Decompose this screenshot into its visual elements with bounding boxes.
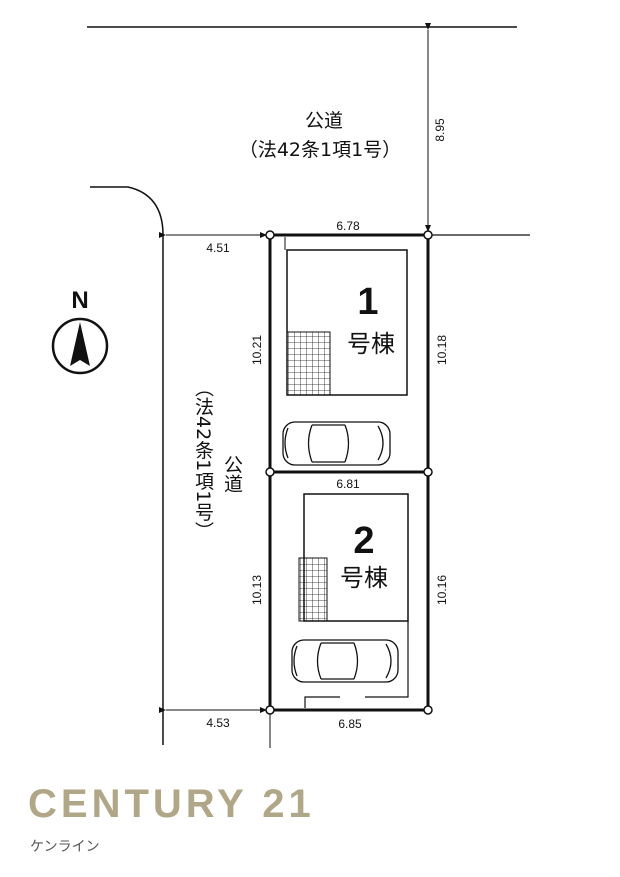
lot-1-top-dimension: 6.78	[336, 219, 360, 233]
road-top-name: 公道	[305, 110, 343, 132]
lot-2-offset: 4.53	[206, 716, 230, 730]
road-edge-left	[90, 186, 164, 745]
lot-1-right-dimension: 10.18	[435, 335, 449, 365]
north-label: N	[71, 287, 88, 314]
lot-2-right-dimension: 10.16	[435, 575, 449, 605]
brand-logo: CENTURY 21	[28, 782, 315, 826]
house-1-footprint	[286, 249, 408, 396]
brand-subtitle: ケンライン	[30, 839, 100, 855]
lot-1-left-dimension: 10.21	[250, 335, 264, 365]
house-2-deck-grid	[298, 557, 328, 622]
car-icon	[291, 639, 399, 683]
road-left-law: （法42条1項1号）	[192, 378, 214, 541]
lot-1-offset: 4.51	[206, 241, 230, 255]
lot-2-top-dimension: 6.81	[336, 477, 360, 491]
road-top-law: （法42条1項1号）	[239, 139, 401, 161]
house-1-deck-grid	[286, 331, 331, 396]
lot-2-left-dimension: 10.13	[250, 575, 264, 605]
setback-value: 8.95	[433, 118, 447, 142]
road-left-name: 公道	[221, 455, 243, 493]
boundary-markers	[265, 230, 433, 715]
lot-1-suffix: 号棟	[347, 330, 395, 358]
north-compass-icon: N	[51, 287, 109, 375]
lot-2-number: 2	[353, 520, 374, 562]
lot-2-bottom-dimension: 6.85	[338, 717, 362, 731]
car-icon	[282, 421, 391, 466]
entrance-marks	[304, 621, 409, 708]
lot-2-suffix: 号棟	[340, 564, 388, 592]
lot-2-boundary	[268, 470, 430, 712]
lot-1-number: 1	[357, 281, 378, 323]
